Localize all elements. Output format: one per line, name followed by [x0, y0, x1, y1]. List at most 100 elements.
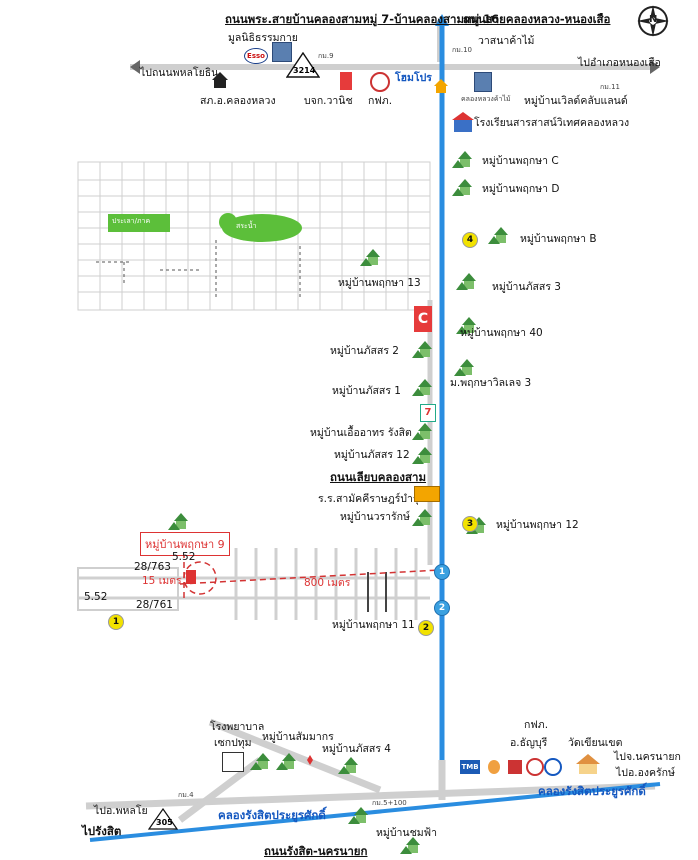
village-house-icon — [488, 226, 514, 244]
target-marker-icon — [186, 570, 196, 584]
route-3214-label: 3214 — [293, 66, 316, 75]
ptt-icon: C — [414, 306, 432, 332]
bjk-label: บจก.วานิช — [304, 95, 353, 107]
v-sommakorn-label: หมู่บ้านสัมมากร — [262, 731, 334, 743]
village-house-icon — [456, 316, 482, 334]
v-passorn-2-label: หมู่บ้านภัสสร 2 — [330, 345, 399, 357]
soi52-left-label: 5.52 — [84, 591, 108, 603]
village-house-icon — [452, 178, 478, 196]
lake-label: สระน้ำ — [236, 222, 257, 230]
village-house-icon — [360, 248, 386, 266]
badge-1: 1 — [434, 564, 450, 580]
tmb-logo: TMB — [460, 760, 480, 774]
village-house-icon — [412, 446, 438, 464]
wat-chian-label: วัดเขียนเขต — [568, 737, 623, 749]
km5-label: กม.5+100 — [372, 799, 407, 807]
canal-road-label: ถนนเลียบคลองสาม — [330, 470, 427, 484]
temple-icon — [576, 754, 600, 774]
wasana-label: วาสนาค้าไม้ — [478, 35, 535, 47]
village-house-icon — [412, 340, 438, 358]
lower-left-block — [77, 567, 179, 611]
dashed-side-roads — [96, 240, 301, 300]
distance-15-label: 15 เมตร — [142, 575, 182, 587]
dark-side-roads — [367, 572, 387, 612]
bottom-grey-roads — [85, 718, 656, 823]
hospital2-label: เซกปทุม — [214, 737, 252, 749]
school-icon — [414, 486, 440, 502]
v-passorn-1-label: หมู่บ้านภัสสร 1 — [332, 385, 401, 397]
pea2-label: กฟภ. — [524, 719, 549, 731]
v-pruksa-11-label: หมู่บ้านพฤกษา 11 — [332, 619, 415, 631]
village-house-icon — [250, 752, 276, 770]
village-house-icon — [400, 836, 426, 854]
route-shield-305: 305 — [147, 807, 179, 830]
to-nakhonnayok-label: ไปจ.นครนายก — [614, 751, 681, 763]
v-pruksa-d-label: หมู่บ้านพฤกษา D — [482, 183, 560, 195]
v-pruksa-13-label: หมู่บ้านพฤกษา 13 — [338, 277, 421, 289]
soi52-top-label: 5.52 — [172, 551, 196, 563]
mitsubishi-logo — [302, 754, 318, 768]
v-chueaarthorn-label: หมู่บ้านเอื้ออาทร รังสิต — [310, 427, 412, 439]
badge-1-yellow: 1 — [108, 614, 124, 630]
top-road-north-label: ถนนพระ.สายบ้านคลองสามหมู่ 7-บ้านคลองสามห… — [225, 12, 500, 26]
route-shield-3214: 3214 — [285, 51, 321, 78]
to-phahon-label: ไปถนนพหลโยธิน — [140, 67, 219, 79]
v-pruksa-villa-3-label: ม.พฤกษาวิลเลจ 3 — [450, 377, 532, 389]
rangsit-nakhonnayok-label: ถนนรังสิต-นครนายก — [264, 844, 368, 858]
green-area — [108, 213, 302, 242]
village-house-icon — [412, 378, 438, 396]
rangsit-canal-line — [89, 782, 661, 842]
v-chomfa-label: หมู่บ้านชมฟ้า — [376, 827, 437, 839]
klonglaung-market-label: คลองหลวงค้าไม้ — [461, 95, 511, 103]
main-road-label: ถนนสายคลองหลวง-หนองเสือ — [463, 12, 611, 26]
district-seal-icon — [544, 758, 562, 776]
v-warrarak-label: หมู่บ้านวรารักษ์ — [340, 511, 410, 523]
village-house-icon — [454, 358, 480, 376]
village-house-icon — [452, 150, 478, 168]
bottom-left-phahon-label: ไปอ.พหลโย — [94, 805, 148, 817]
badge-4: 4 — [462, 232, 478, 248]
thanyaburi-label: อ.ธัญบุรี — [510, 737, 548, 749]
village-house-icon — [338, 756, 364, 774]
km9-label: กม.9 — [318, 52, 334, 60]
to-nongsuea-label: ไปอำเภอหนองเสือ — [578, 57, 661, 69]
world-club-label: หมู่บ้านเวิลด์คลับแลนด์ — [524, 95, 628, 107]
v-passorn-4-label: หมู่บ้านภัสสร 4 — [322, 743, 391, 755]
village-house-icon — [276, 752, 302, 770]
badge-2-yellow: 2 — [418, 620, 434, 636]
police-label: สภ.อ.คลองหลวง — [200, 95, 276, 107]
km11-label: กม.11 — [600, 83, 620, 91]
main-road-arrow — [435, 14, 449, 26]
pea-label: กฟภ. — [368, 95, 393, 107]
distance-800-label: 800 เมตร — [304, 577, 351, 589]
route-305-label: 305 — [156, 818, 173, 827]
village-house-icon — [348, 806, 374, 824]
temple-icon — [434, 78, 448, 93]
mulanithi-label: มูลนิธิธรรมกาย — [228, 32, 298, 44]
building-icon — [474, 72, 492, 92]
village-house-icon — [168, 512, 194, 530]
top-road — [130, 60, 660, 74]
seven-eleven-logo: 7 — [420, 404, 436, 422]
shop-icon — [340, 72, 352, 90]
village-house-icon — [412, 422, 438, 440]
v-pruksa-b-label: หมู่บ้านพฤกษา B — [520, 233, 597, 245]
school-label: โรงเรียนสารสาสน์วิเทศคลองหลวง — [474, 117, 630, 129]
route-line — [179, 552, 441, 600]
v-pruksa-40-label: หมู่บ้านพฤกษา 40 — [460, 327, 543, 339]
homepro-label: โฮมโปร — [395, 72, 432, 84]
v-passorn-12-label: หมู่บ้านภัสสร 12 — [334, 449, 410, 461]
canal-rangsit-left-label: คลองรังสิตประยูรศักดิ์ — [218, 808, 326, 822]
north-label: N — [649, 14, 658, 25]
pea2-icon — [526, 758, 544, 776]
hospital-icon — [222, 752, 244, 772]
v-pruksa-9-label: หมู่บ้านพฤกษา 9 — [140, 532, 230, 556]
hospital-label: โรงพยาบาล — [210, 721, 265, 733]
mascot-icon — [488, 760, 500, 774]
badge-2: 2 — [434, 600, 450, 616]
km4-label: กม.4 — [178, 791, 194, 799]
lot-b-label: 28/761 — [136, 599, 173, 611]
pea-icon — [370, 72, 390, 92]
building-icon — [272, 42, 292, 62]
